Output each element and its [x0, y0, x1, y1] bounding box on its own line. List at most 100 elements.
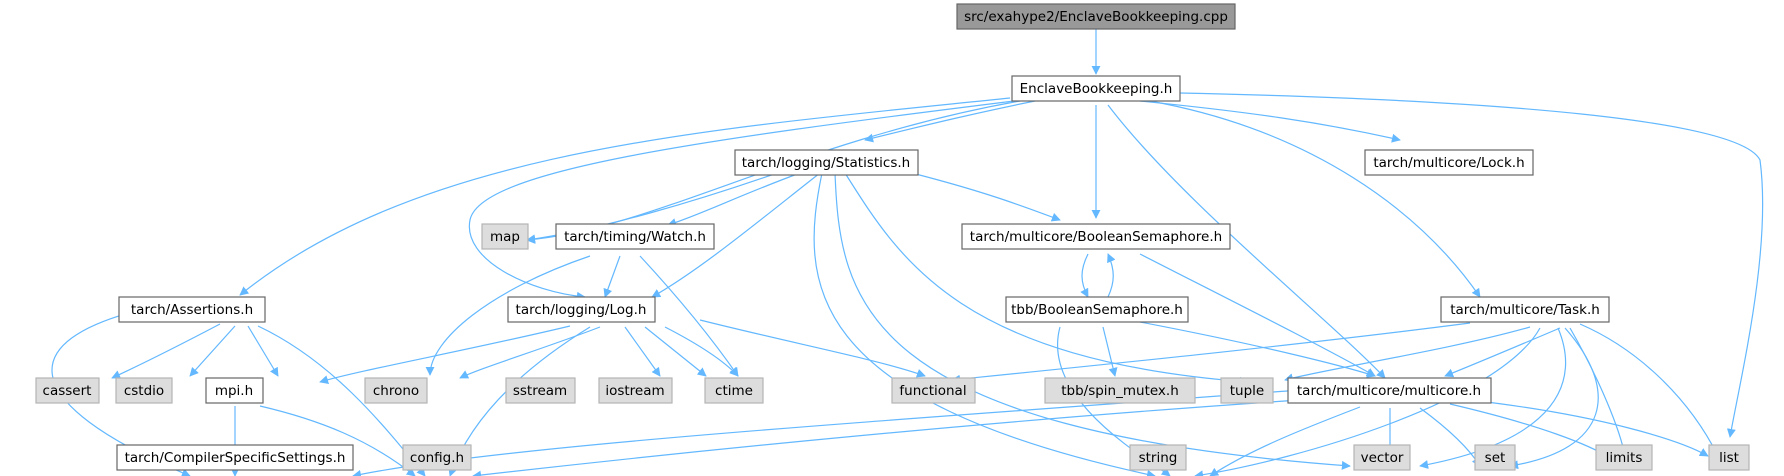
node-label: tarch/timing/Watch.h: [564, 229, 706, 245]
edge-mpi-config: [259, 405, 416, 476]
node-tuple[interactable]: tuple: [1220, 377, 1274, 404]
node-enclavebookkeeping-cpp[interactable]: src/exahype2/EnclaveBookkeeping.cpp: [956, 3, 1236, 30]
node-label: map: [490, 229, 520, 245]
node-label: vector: [1361, 450, 1404, 466]
node-label: tbb/BooleanSemaphore.h: [1011, 302, 1183, 318]
node-label: iostream: [605, 383, 664, 399]
node-label: EnclaveBookkeeping.h: [1020, 81, 1173, 97]
node-label: tarch/Assertions.h: [131, 302, 253, 318]
node-limits[interactable]: limits: [1595, 444, 1653, 471]
node-map[interactable]: map: [481, 223, 529, 250]
edge-log-iostream: [644, 326, 707, 377]
node-spin-mutex-h[interactable]: tbb/spin_mutex.h: [1044, 377, 1196, 404]
node-vector[interactable]: vector: [1353, 444, 1411, 471]
edge-enclave-assertions: [239, 97, 1011, 296]
edge-tbbsem-multicore: [1139, 321, 1376, 378]
edge-statistics-log: [651, 172, 821, 298]
node-task-h[interactable]: tarch/multicore/Task.h: [1440, 296, 1610, 323]
edge-enclave-task: [1149, 100, 1481, 298]
node-lock-h[interactable]: tarch/multicore/Lock.h: [1364, 149, 1534, 176]
node-label: tarch/multicore/multicore.h: [1297, 383, 1481, 399]
node-sstream[interactable]: sstream: [505, 377, 576, 404]
node-set[interactable]: set: [1474, 444, 1516, 471]
edge-multicore-string: [1209, 406, 1361, 476]
node-compilerspecificsettings-h[interactable]: tarch/CompilerSpecificSettings.h: [116, 444, 354, 471]
edge-task-vector: [1419, 327, 1567, 469]
edge-boolsem-multicore: [1139, 253, 1376, 377]
node-string[interactable]: string: [1129, 444, 1187, 471]
node-chrono[interactable]: chrono: [364, 377, 428, 404]
edge-assertions-cassert: [111, 323, 221, 379]
node-label: cstdio: [124, 383, 164, 399]
edge-assertions-cstdio: [189, 325, 236, 377]
edge-multicore-list: [1469, 399, 1709, 457]
node-list[interactable]: list: [1708, 444, 1750, 471]
node-label: ctime: [715, 383, 753, 399]
node-booleansemaphore-h[interactable]: tarch/multicore/BooleanSemaphore.h: [961, 223, 1231, 250]
node-label: set: [1485, 450, 1506, 466]
edge-enclave-multicore: [1107, 104, 1386, 379]
node-watch-h[interactable]: tarch/timing/Watch.h: [555, 223, 715, 250]
edge-enclave-list: [1179, 92, 1764, 438]
edges: [51, 29, 1764, 476]
edge-boolsem-tbbsem: [1080, 253, 1089, 298]
edge-enclave-lock: [1139, 100, 1401, 143]
node-label: tarch/multicore/Lock.h: [1373, 155, 1524, 171]
edge-statistics-tuple: [844, 172, 1249, 386]
node-label: tarch/logging/Log.h: [516, 302, 647, 318]
node-label: tarch/logging/Statistics.h: [742, 155, 910, 171]
node-label: tuple: [1230, 383, 1264, 399]
edge-statistics-watch: [667, 172, 801, 227]
node-label: functional: [899, 383, 966, 399]
node-label: mpi.h: [215, 383, 253, 399]
edge-task-string: [1194, 327, 1541, 476]
edge-log-mpi: [319, 325, 571, 384]
node-multicore-h[interactable]: tarch/multicore/multicore.h: [1287, 377, 1492, 404]
edge-task-list: [1579, 323, 1719, 457]
edge-log-chrono: [459, 326, 601, 379]
node-label: tbb/spin_mutex.h: [1061, 383, 1179, 399]
edge-statistics-string: [813, 172, 1156, 476]
node-log-h[interactable]: tarch/logging/Log.h: [507, 296, 656, 323]
edge-tbbsem-spin: [1102, 326, 1118, 377]
edge-enclave-statistics: [864, 99, 1041, 143]
node-functional[interactable]: functional: [891, 377, 976, 404]
node-cstdio[interactable]: cstdio: [115, 377, 173, 404]
node-label: tarch/multicore/BooleanSemaphore.h: [970, 229, 1222, 245]
node-label: cassert: [43, 383, 92, 399]
edge-enclave-log: [468, 100, 1015, 301]
edge-task-tuple: [1284, 326, 1531, 383]
edge-multicore-set: [1419, 407, 1481, 467]
node-label: list: [1719, 450, 1739, 466]
node-ctime[interactable]: ctime: [704, 377, 764, 404]
edge-log-functional: [699, 319, 926, 378]
node-label: src/exahype2/EnclaveBookkeeping.cpp: [964, 9, 1228, 25]
edge-watch-log: [603, 255, 621, 298]
edge-tbbsem-boolsem: [1107, 253, 1116, 298]
edge-task-functional: [951, 322, 1471, 384]
node-label: tarch/CompilerSpecificSettings.h: [125, 450, 346, 466]
node-label: limits: [1606, 450, 1643, 466]
node-label: config.h: [410, 450, 464, 466]
node-label: string: [1139, 450, 1178, 466]
node-iostream[interactable]: iostream: [598, 377, 673, 404]
node-statistics-h[interactable]: tarch/logging/Statistics.h: [734, 149, 919, 176]
node-label: tarch/multicore/Task.h: [1450, 302, 1600, 318]
edge-assertions-mpi: [247, 325, 279, 377]
edge-watch-ctime: [639, 255, 739, 377]
edge-task-multicore: [1444, 327, 1561, 378]
node-tbb-booleansemaphore-h[interactable]: tbb/BooleanSemaphore.h: [1005, 296, 1189, 323]
node-label: sstream: [513, 383, 567, 399]
node-mpi-h[interactable]: mpi.h: [205, 377, 264, 404]
edge-log-ctime: [664, 326, 739, 377]
node-enclavebookkeeping-h[interactable]: EnclaveBookkeeping.h: [1011, 75, 1181, 102]
edge-watch-chrono: [425, 255, 591, 376]
edge-statistics-boolsem: [899, 169, 1061, 222]
node-label: chrono: [373, 383, 419, 399]
node-cassert[interactable]: cassert: [35, 377, 100, 404]
edge-multicore-config: [472, 399, 1301, 476]
node-assertions-h[interactable]: tarch/Assertions.h: [118, 296, 266, 323]
node-config-h[interactable]: config.h: [402, 444, 472, 471]
edge-log-sstream: [624, 326, 661, 377]
